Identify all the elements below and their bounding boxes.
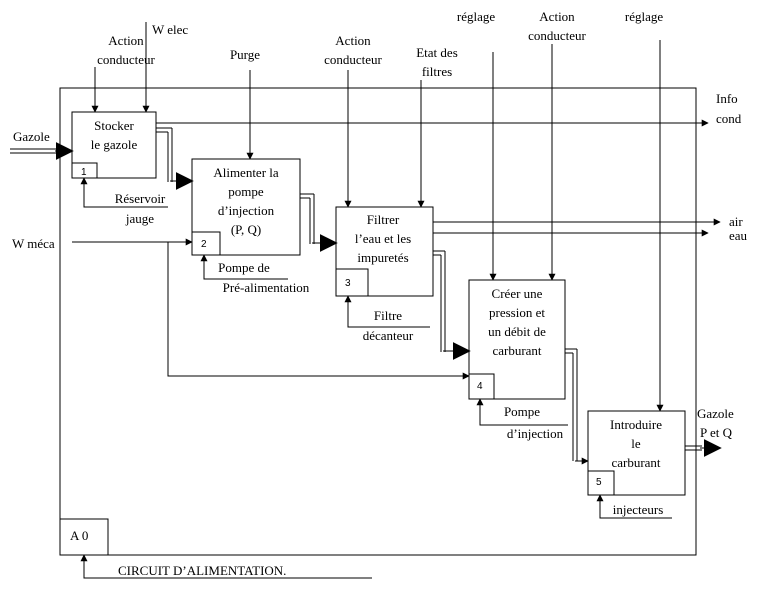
control-reglage-1: réglage xyxy=(457,9,497,281)
control-action-conducteur-3: Action conducteur xyxy=(528,9,587,281)
svg-text:jauge: jauge xyxy=(125,211,154,226)
input-gazole: Gazole xyxy=(10,129,74,160)
svg-text:Info: Info xyxy=(716,91,738,106)
svg-text:Filtre: Filtre xyxy=(374,308,402,323)
svg-text:conducteur: conducteur xyxy=(324,52,382,67)
output-gazole-p-et-q: Gazole P et Q xyxy=(685,406,734,457)
box-label-line: carburant xyxy=(492,343,541,358)
mechanism-filtre-decanteur: Filtre décanteur xyxy=(344,295,430,343)
svg-text:décanteur: décanteur xyxy=(363,328,414,343)
box-label-line: pression et xyxy=(489,305,545,320)
box-label-line: le gazole xyxy=(91,137,138,152)
svg-text:Réservoir: Réservoir xyxy=(115,191,166,206)
svg-text:d’injection: d’injection xyxy=(507,426,564,441)
flow-1-to-2 xyxy=(156,127,194,190)
mechanism-pompe-pre-alimentation: Pompe de Pré-alimentation xyxy=(200,254,310,295)
svg-text:Pré-alimentation: Pré-alimentation xyxy=(223,280,310,295)
flow-4-to-5 xyxy=(565,348,589,465)
mechanism-pompe-injection: Pompe d’injection xyxy=(476,398,568,441)
box-number: 1 xyxy=(81,167,87,178)
box-2: 2 Alimenter la pompe d’injection (P, Q) xyxy=(191,158,301,256)
box-label-line: (P, Q) xyxy=(231,222,261,237)
mechanism-arrow xyxy=(476,398,568,426)
control-purge: Purge xyxy=(230,47,260,160)
box-4: 4 Créer une pression et un débit de carb… xyxy=(468,279,566,400)
svg-text:filtres: filtres xyxy=(422,64,452,79)
box-label-line: le xyxy=(631,436,641,451)
svg-text:Pompe de: Pompe de xyxy=(218,260,270,275)
box-label-line: Créer une xyxy=(492,286,543,301)
svg-text:Pompe: Pompe xyxy=(504,404,540,419)
svg-text:Gazole: Gazole xyxy=(13,129,50,144)
input-w-meca: W méca xyxy=(12,236,470,380)
node-id: A 0 xyxy=(70,528,88,543)
flow-3-to-4 xyxy=(433,250,471,360)
box-number: 3 xyxy=(345,278,351,289)
svg-text:Etat des: Etat des xyxy=(416,45,458,60)
box-number: 2 xyxy=(201,239,207,250)
box-label-line: Stocker xyxy=(94,118,134,133)
box-1: 1 Stocker le gazole xyxy=(71,111,157,179)
box-label-line: impuretés xyxy=(357,250,408,265)
box-3: 3 Filtrer l’eau et les impuretés xyxy=(335,206,434,297)
mechanism-reservoir-jauge: Réservoir jauge xyxy=(80,177,168,226)
control-w-elec: W elec xyxy=(142,22,188,113)
svg-text:conducteur: conducteur xyxy=(97,52,155,67)
svg-text:Action: Action xyxy=(108,33,144,48)
outer-frame xyxy=(59,87,697,556)
svg-text:réglage: réglage xyxy=(625,9,663,24)
box-label-line: Introduire xyxy=(610,417,662,432)
mechanism-injecteurs: injecteurs xyxy=(596,494,672,519)
box-number: 5 xyxy=(596,477,602,488)
svg-text:W méca: W méca xyxy=(12,236,55,251)
output-air: air xyxy=(433,214,743,229)
control-etat-des-filtres: Etat des filtres xyxy=(416,45,458,208)
diagram-title-row: CIRCUIT D’ALIMENTATION. xyxy=(80,554,372,579)
svg-text:Gazole: Gazole xyxy=(697,406,734,421)
diagram-title: CIRCUIT D’ALIMENTATION. xyxy=(118,563,286,578)
box-5: 5 Introduire le carburant xyxy=(587,410,686,496)
box-label-line: d’injection xyxy=(218,203,275,218)
mechanism-arrow xyxy=(80,177,168,208)
svg-text:air: air xyxy=(729,214,743,229)
box-label-line: l’eau et les xyxy=(355,231,411,246)
box-label-line: Alimenter la xyxy=(213,165,279,180)
svg-text:W elec: W elec xyxy=(152,22,188,37)
output-eau: eau xyxy=(433,228,748,243)
svg-text:injecteurs: injecteurs xyxy=(613,502,664,517)
box-label-line: un débit de xyxy=(488,324,546,339)
mechanism-arrow xyxy=(200,254,288,280)
svg-text:eau: eau xyxy=(729,228,748,243)
box-label-line: pompe xyxy=(228,184,264,199)
svg-text:Action: Action xyxy=(539,9,575,24)
box-number: 4 xyxy=(477,381,483,392)
svg-text:P et Q: P et Q xyxy=(700,425,733,440)
control-action-conducteur-2: Action conducteur xyxy=(324,33,383,208)
output-info-cond: Info cond xyxy=(156,91,742,127)
mechanism-arrow xyxy=(344,295,430,328)
box-label-line: Filtrer xyxy=(367,212,400,227)
control-action-conducteur-1: Action conducteur xyxy=(91,33,156,113)
svg-text:Purge: Purge xyxy=(230,47,260,62)
svg-text:cond: cond xyxy=(716,111,742,126)
svg-text:conducteur: conducteur xyxy=(528,28,586,43)
svg-text:réglage: réglage xyxy=(457,9,495,24)
flow-2-to-3 xyxy=(300,193,338,252)
input-arrow-branch xyxy=(167,242,470,380)
svg-text:Action: Action xyxy=(335,33,371,48)
box-label-line: carburant xyxy=(611,455,660,470)
mechanism-arrow xyxy=(596,494,672,519)
title-arrow xyxy=(80,554,372,579)
box-number-cell xyxy=(335,268,369,297)
control-reglage-2: réglage xyxy=(625,9,664,412)
